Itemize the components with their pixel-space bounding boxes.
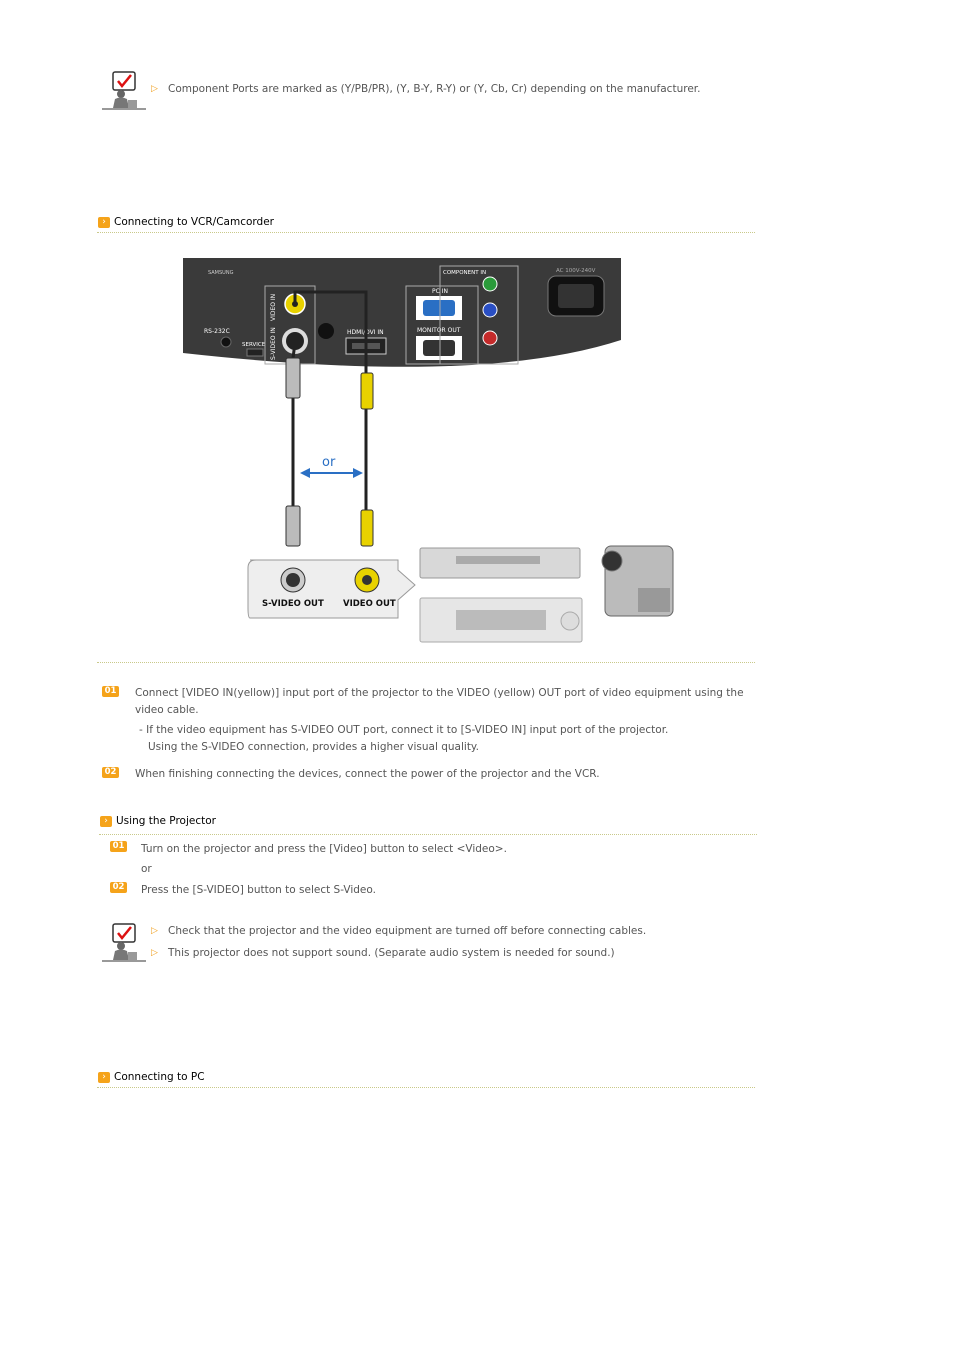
video-in-label: VIDEO IN bbox=[270, 294, 277, 321]
note-check-icon bbox=[102, 71, 146, 110]
bullet-arrow-icon: ▷ bbox=[151, 926, 158, 936]
chevron-right-icon: › bbox=[98, 1071, 110, 1083]
section-title-pc: ›Connecting to PC bbox=[98, 1071, 205, 1083]
section-title-vcr: ›Connecting to VCR/Camcorder bbox=[98, 216, 274, 228]
step-text: When finishing connecting the devices, c… bbox=[135, 768, 600, 780]
note-bottom-text: This projector does not support sound. (… bbox=[168, 947, 615, 959]
step-badge: 01 bbox=[102, 686, 119, 697]
step-text: Press the [S-VIDEO] button to select S-V… bbox=[141, 884, 376, 896]
step-badge: 02 bbox=[102, 767, 119, 778]
step-subtext: Using the S-VIDEO connection, provides a… bbox=[148, 741, 479, 753]
note-top-text: Component Ports are marked as (Y/PB/PR),… bbox=[168, 83, 701, 95]
chevron-right-icon: › bbox=[100, 815, 112, 827]
step-badge: 01 bbox=[110, 841, 127, 852]
rs232c-label: RS-232C bbox=[204, 328, 230, 335]
video-out-label: VIDEO OUT bbox=[343, 599, 396, 609]
divider bbox=[97, 1087, 755, 1088]
note-check-icon bbox=[102, 923, 146, 962]
service-label: SERVICE bbox=[242, 342, 266, 348]
chevron-right-icon: › bbox=[98, 216, 110, 228]
note-bottom-text: Check that the projector and the video e… bbox=[168, 925, 647, 937]
step-text: Connect [VIDEO IN(yellow)] input port of… bbox=[135, 687, 744, 699]
divider bbox=[99, 834, 757, 835]
or-label: or bbox=[322, 455, 336, 470]
connection-diagram: SAMSUNG RS-232C SERVICE VIDEO IN S-VIDEO… bbox=[183, 258, 674, 643]
brand-label: SAMSUNG bbox=[208, 270, 234, 276]
step-badge: 02 bbox=[110, 882, 127, 893]
step-text: Turn on the projector and press the [Vid… bbox=[141, 843, 507, 855]
divider bbox=[97, 232, 755, 233]
bullet-arrow-icon: ▷ bbox=[151, 948, 158, 958]
section-title-using: ›Using the Projector bbox=[100, 815, 216, 827]
divider bbox=[97, 662, 755, 663]
s-video-in-label: S-VIDEO IN bbox=[270, 327, 277, 360]
or-text: or bbox=[141, 863, 152, 875]
ac-label: AC 100V-240V bbox=[556, 268, 596, 274]
step-text: video cable. bbox=[135, 704, 199, 716]
monitor-out-label: MONITOR OUT bbox=[417, 327, 461, 334]
component-in-label: COMPONENT IN bbox=[443, 270, 486, 276]
s-video-out-label: S-VIDEO OUT bbox=[262, 599, 324, 609]
bullet-arrow-icon: ▷ bbox=[151, 84, 158, 94]
step-subtext: - If the video equipment has S-VIDEO OUT… bbox=[139, 724, 669, 736]
